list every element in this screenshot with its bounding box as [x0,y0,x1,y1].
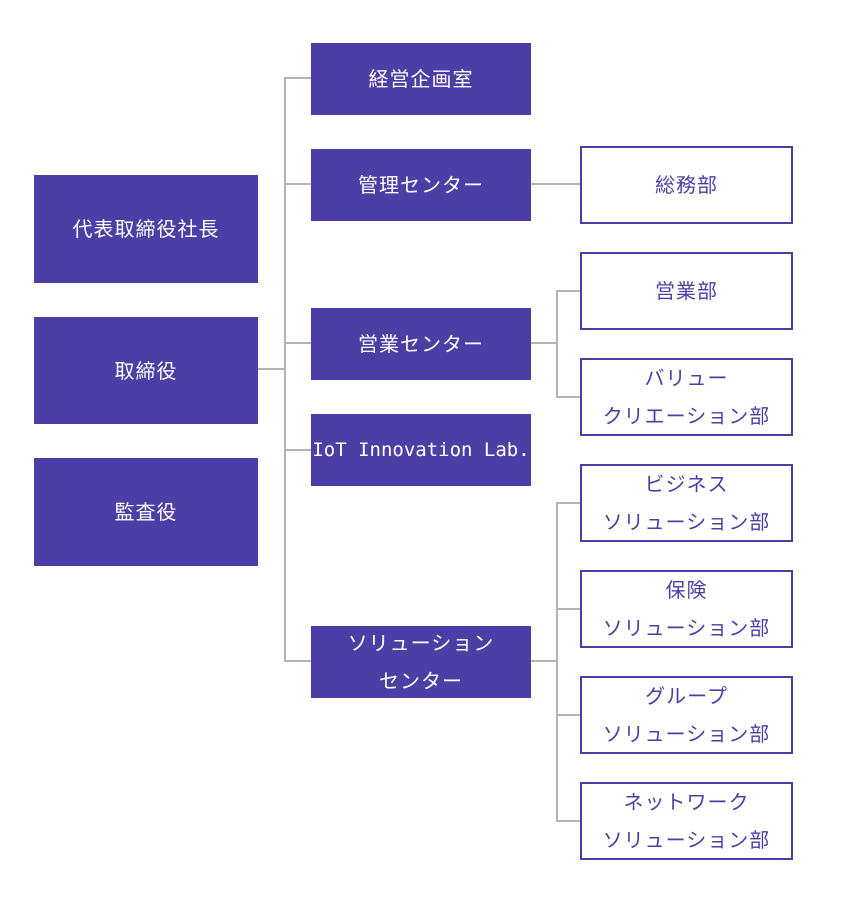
connector-branch-value [556,396,581,398]
iot-lab-box: IoT Innovation Lab. [311,414,531,486]
connector-branch-business [556,502,581,504]
connector-trunk-management [284,183,312,185]
sales-center-box: 営業センター [311,308,531,380]
iot-lab-label: IoT Innovation Lab. [312,439,530,461]
planning-label: 経営企画室 [368,67,474,91]
connector-branch-insurance [556,608,581,610]
sales-center-label: 営業センター [358,332,484,356]
business-solution-box: ビジネス ソリューション部 [580,464,793,542]
network-solution-label-line1: ネットワーク [623,790,750,814]
connector-sales-branch [556,290,558,397]
connector-directors-to-trunk [258,368,286,370]
group-solution-box: グループ ソリューション部 [580,676,793,754]
president-label: 代表取締役社長 [72,217,220,241]
group-solution-label-line2: ソリューション部 [602,722,771,746]
business-solution-label-line2: ソリューション部 [602,510,771,534]
directors-box: 取締役 [34,317,258,424]
connector-trunk-solution [284,660,312,662]
connector-branch-sales-dept [556,290,581,292]
connector-branch-network [556,820,581,822]
network-solution-label-line2: ソリューション部 [602,828,771,852]
insurance-solution-label-line2: ソリューション部 [602,616,771,640]
value-creation-label-line2: クリエーション部 [602,404,771,428]
connector-trunk-sales [284,342,312,344]
connector-branch-group [556,714,581,716]
connector-trunk-iot [284,449,312,451]
insurance-solution-box: 保険 ソリューション部 [580,570,793,648]
group-solution-label-line1: グループ [645,684,728,708]
directors-label: 取締役 [114,358,178,383]
sales-dept-label: 営業部 [655,279,718,303]
general-affairs-box: 総務部 [580,146,793,224]
value-creation-box: バリュー クリエーション部 [580,358,793,436]
auditor-label: 監査役 [114,500,178,524]
sales-dept-box: 営業部 [580,252,793,330]
connector-management-general-affairs [531,183,581,185]
connector-solution-branch [556,502,558,822]
connector-sales-to-branch [531,342,558,344]
president-box: 代表取締役社長 [34,175,258,283]
general-affairs-label: 総務部 [655,173,718,197]
connector-solution-to-branch [531,660,558,662]
insurance-solution-label-line1: 保険 [665,578,708,602]
value-creation-label-line1: バリュー [644,366,729,390]
planning-box: 経営企画室 [311,43,531,115]
solution-center-label-line1: ソリューション [347,631,495,655]
management-center-box: 管理センター [311,149,531,221]
network-solution-box: ネットワーク ソリューション部 [580,782,793,860]
auditor-box: 監査役 [34,458,258,566]
connector-trunk-planning [284,77,312,79]
management-center-label: 管理センター [358,173,484,197]
solution-center-label-line2: センター [379,669,463,693]
business-solution-label-line1: ビジネス [644,472,729,496]
solution-center-box: ソリューション センター [311,626,531,698]
connector-main-trunk [284,78,286,662]
